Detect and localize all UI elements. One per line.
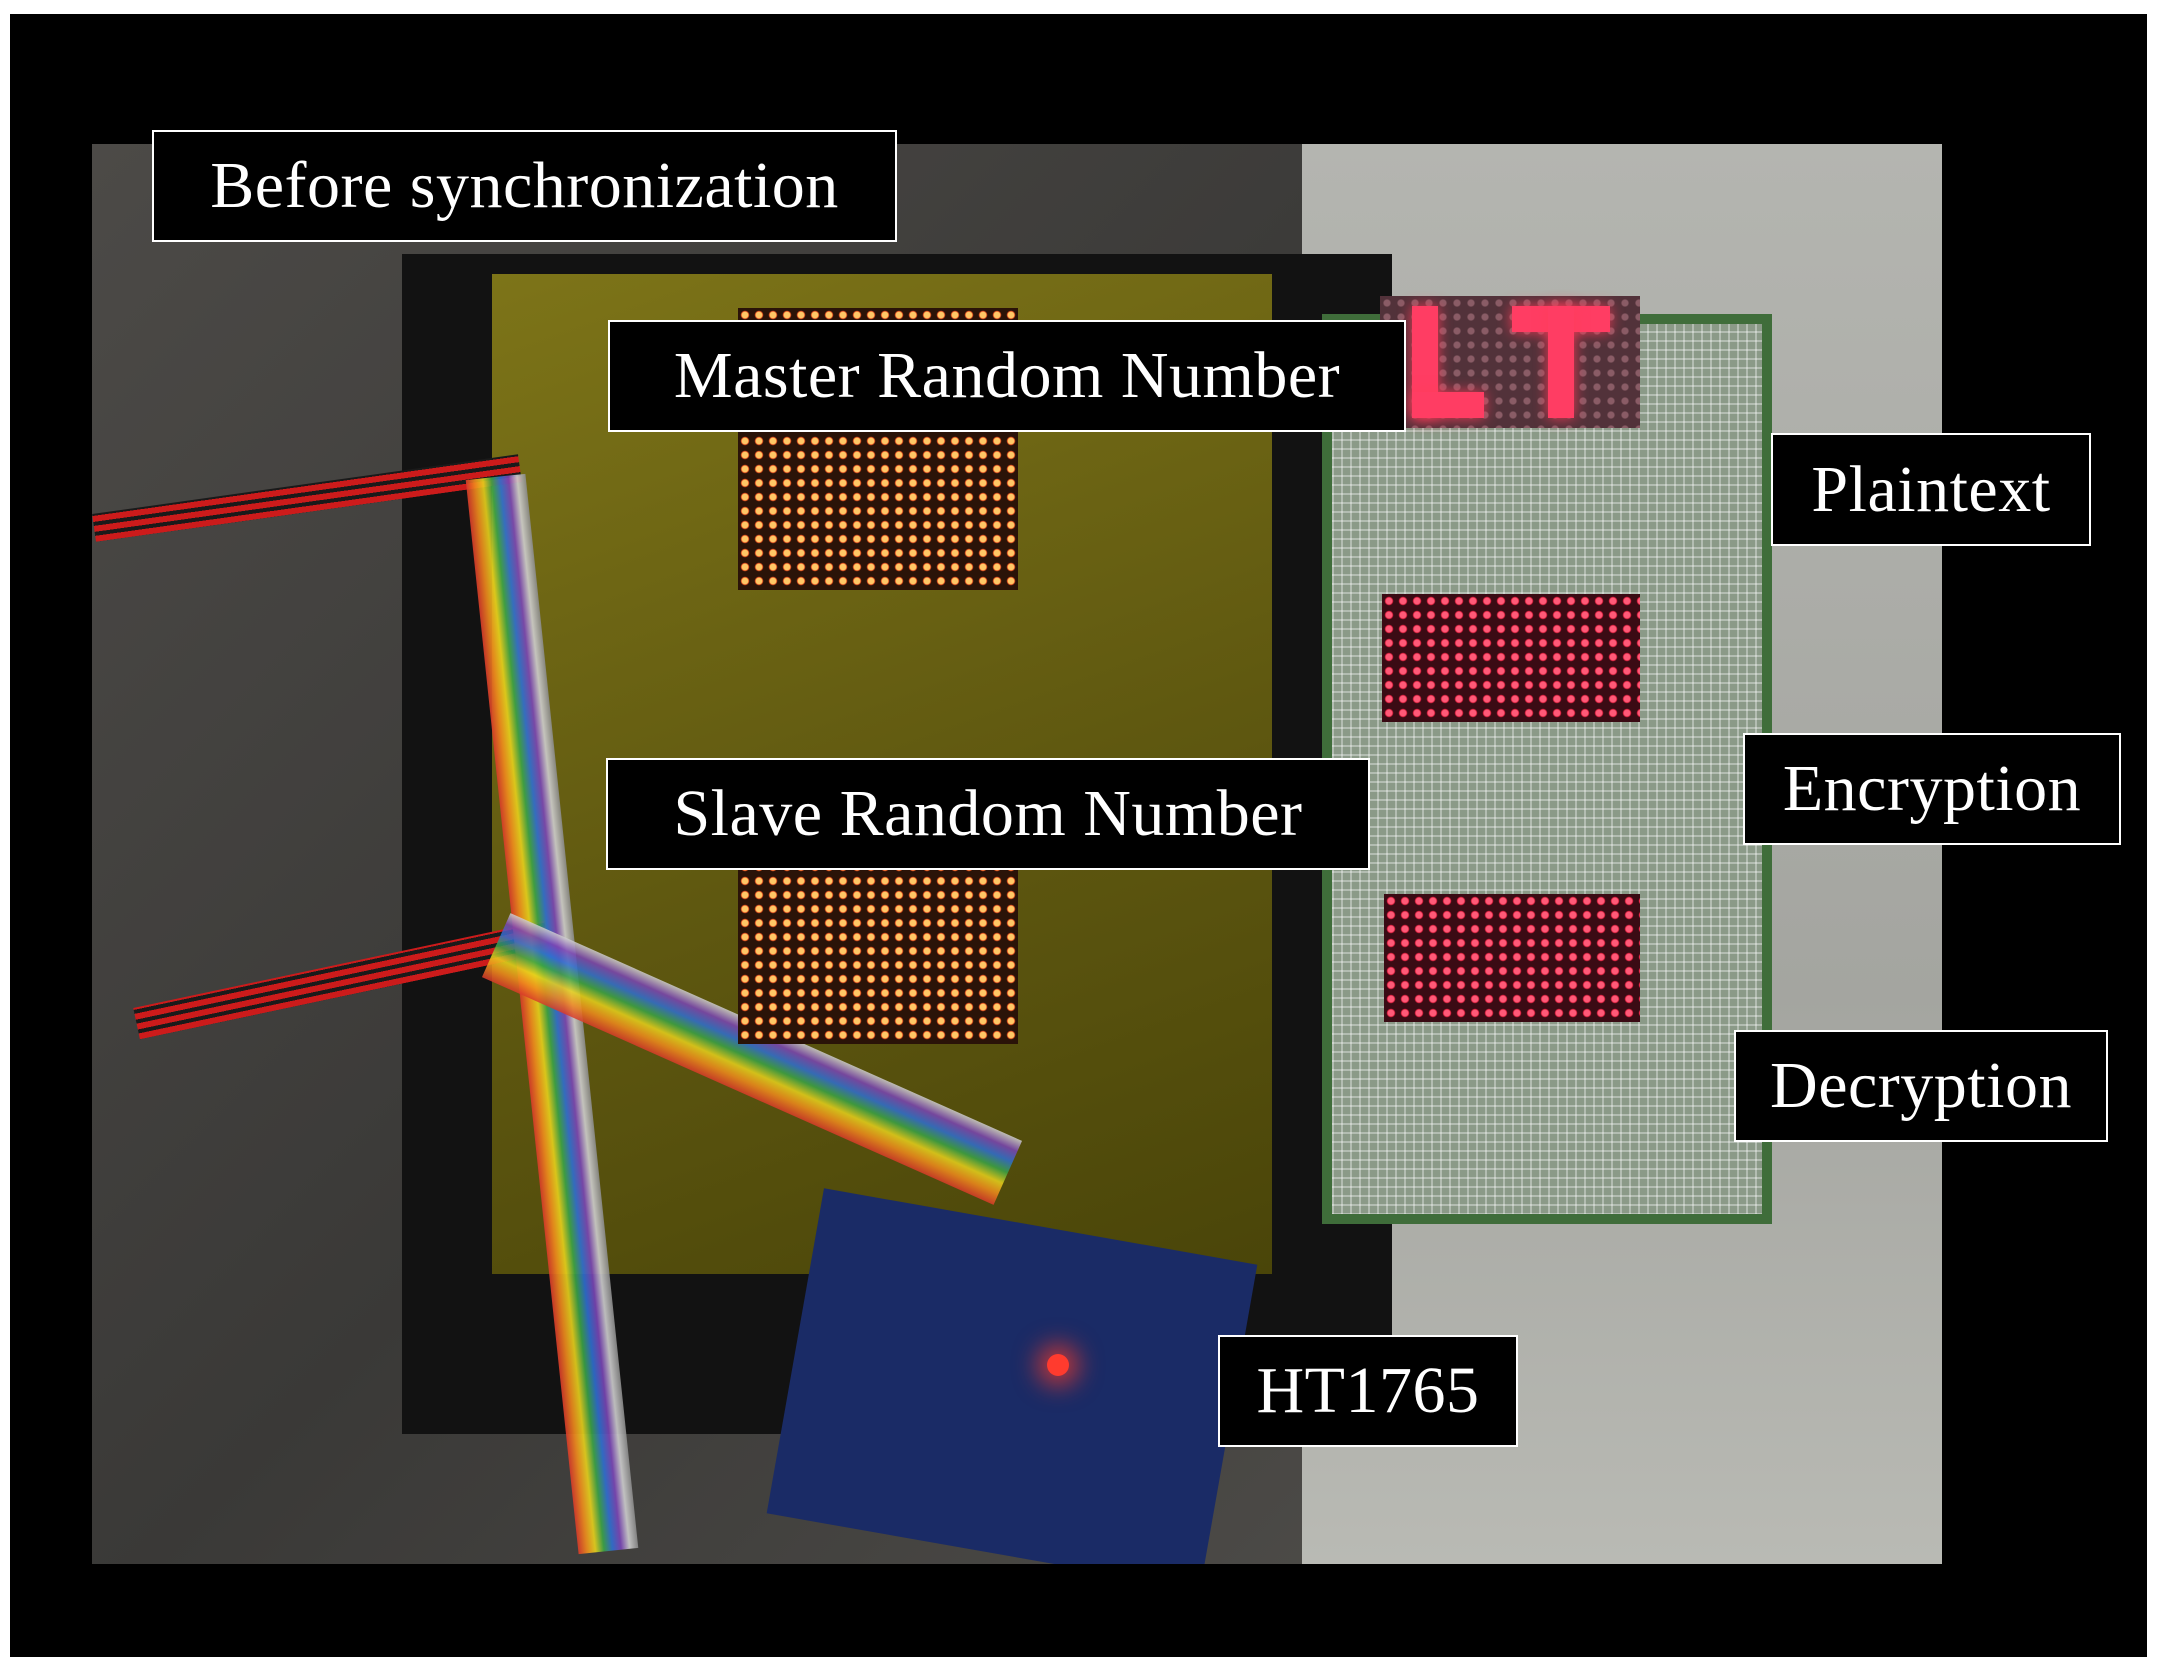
label-encryption: Encryption <box>1743 733 2121 845</box>
label-master-random-number: Master Random Number <box>608 320 1406 432</box>
plaintext-letter-l-base <box>1412 392 1484 418</box>
label-decryption: Decryption <box>1734 1030 2108 1142</box>
label-ht1765: HT1765 <box>1218 1335 1518 1447</box>
decryption-led-matrix <box>1384 894 1640 1022</box>
label-plaintext: Plaintext <box>1771 433 2091 546</box>
cipher-display-perfboard <box>1322 314 1772 1224</box>
encryption-led-matrix <box>1382 594 1640 722</box>
label-slave-random-number: Slave Random Number <box>606 758 1370 870</box>
label-before-synchronization: Before synchronization <box>152 130 897 242</box>
plaintext-letter-t <box>1548 306 1574 418</box>
power-led <box>1047 1354 1069 1376</box>
